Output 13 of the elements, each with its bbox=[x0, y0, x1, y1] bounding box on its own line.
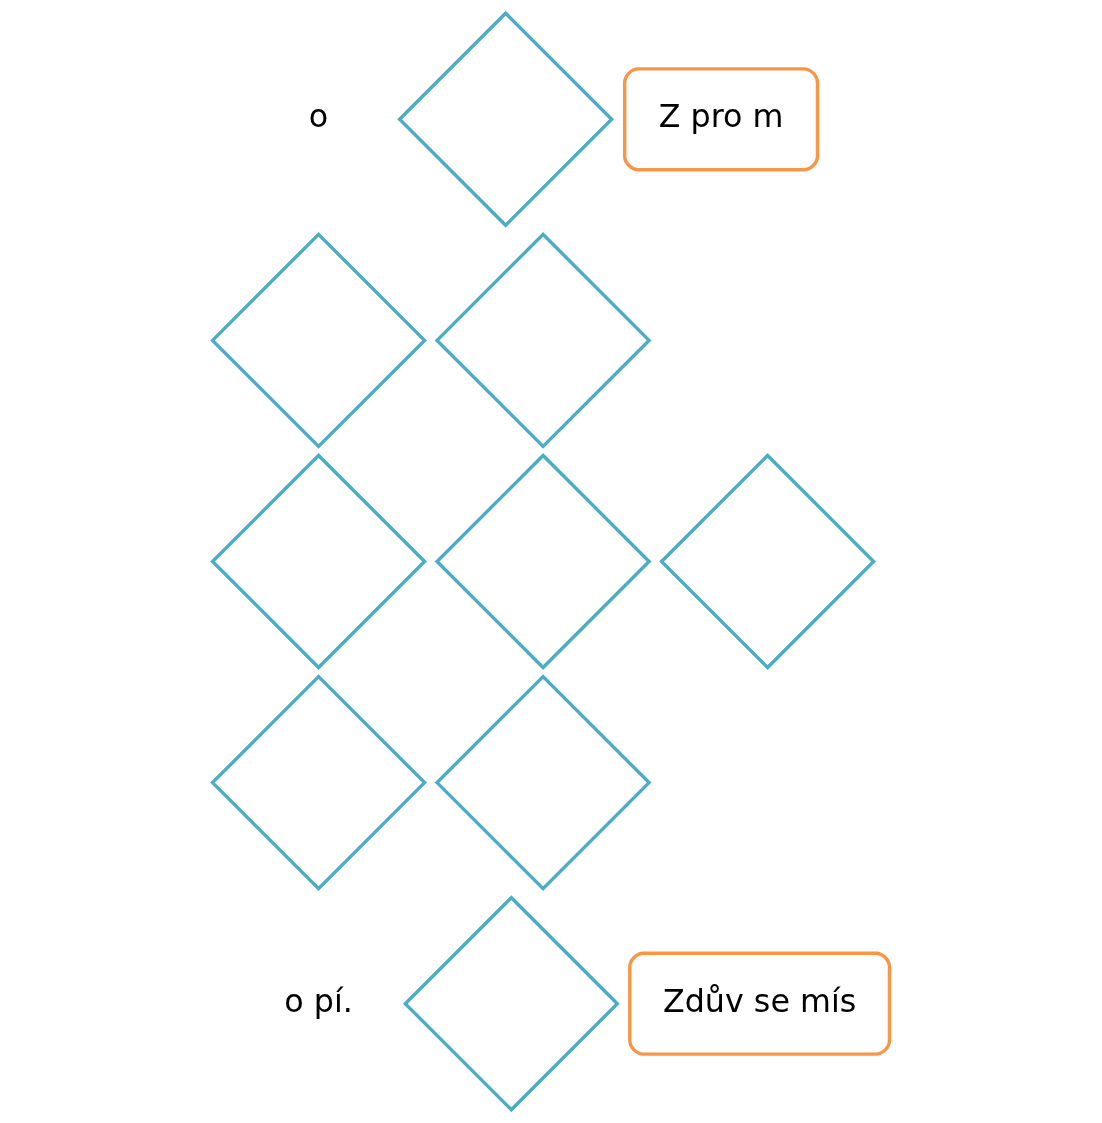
node-diamond bbox=[434, 674, 652, 892]
node-diamond bbox=[210, 674, 427, 892]
node-box: Z pro m bbox=[623, 67, 820, 172]
node-diamond bbox=[397, 10, 615, 228]
node-diamond bbox=[434, 231, 652, 449]
node-diamond bbox=[210, 453, 427, 670]
node-box: Zdův se mís bbox=[628, 951, 892, 1056]
node-diamond bbox=[659, 453, 876, 670]
node-diamond bbox=[402, 895, 620, 1113]
label: o pí. bbox=[284, 982, 353, 1019]
node-diamond bbox=[434, 453, 652, 670]
label: o bbox=[308, 98, 329, 135]
node-diamond bbox=[210, 231, 427, 449]
